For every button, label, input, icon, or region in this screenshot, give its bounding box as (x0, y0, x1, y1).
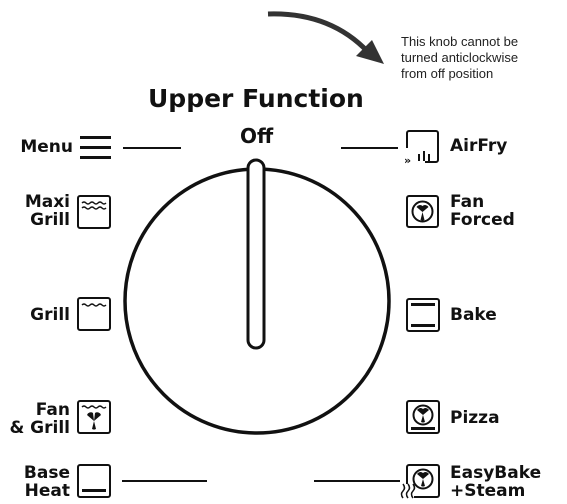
base-heat-icon (77, 464, 111, 498)
off-label: Off (240, 124, 274, 148)
function-label-pizza: Pizza (450, 409, 500, 427)
svg-text:»: » (404, 154, 411, 167)
function-label-bake: Bake (450, 306, 497, 324)
function-label-line: Base (23, 463, 70, 483)
maxi-grill-icon (77, 195, 111, 229)
function-label-fan-grill: Fan & Grill (9, 401, 70, 437)
function-label-line: Grill (30, 305, 70, 325)
function-label-menu: Menu (20, 138, 73, 156)
function-label-line: Maxi (24, 192, 70, 212)
fan-grill-icon (77, 400, 111, 434)
airfry-icon: » (403, 130, 439, 167)
function-label-line: Fan (450, 192, 485, 212)
rotation-note-line: from off position (401, 66, 494, 81)
function-label-line: Bake (450, 305, 497, 325)
rotation-note: This knob cannot be turned anticlockwise… (401, 34, 518, 82)
function-label-line: & Grill (9, 418, 70, 438)
function-label-line: Forced (450, 210, 515, 230)
function-label-easybake-steam: EasyBake +Steam (450, 464, 541, 500)
arrow-head-icon (356, 40, 384, 64)
rotation-note-line: turned anticlockwise (401, 50, 519, 65)
function-label-line: Menu (20, 137, 73, 157)
function-label-line: +Steam (450, 481, 526, 501)
clockwise-arrow-icon (267, 11, 370, 54)
pizza-icon (406, 400, 440, 434)
function-label-line: Grill (30, 210, 70, 230)
function-label-line: Heat (24, 481, 70, 501)
easybake-steam-icon (400, 464, 440, 499)
function-label-line: EasyBake (450, 463, 542, 483)
function-label-grill: Grill (30, 306, 70, 324)
function-label-fan-forced: Fan Forced (450, 193, 515, 229)
menu-icon (80, 136, 111, 159)
fan-forced-icon (406, 195, 439, 228)
grill-icon (77, 297, 111, 331)
function-label-line: Pizza (450, 408, 500, 428)
knob-title: Upper Function (148, 84, 364, 113)
function-label-maxi-grill: Maxi Grill (25, 193, 70, 229)
knob-pointer (246, 158, 266, 350)
bake-icon (406, 298, 440, 332)
rotation-note-line: This knob cannot be (401, 34, 519, 49)
function-label-line: Fan (35, 400, 70, 420)
function-label-line: AirFry (450, 136, 508, 156)
function-label-airfry: AirFry (450, 137, 507, 155)
function-label-base-heat: Base Heat (24, 464, 70, 500)
